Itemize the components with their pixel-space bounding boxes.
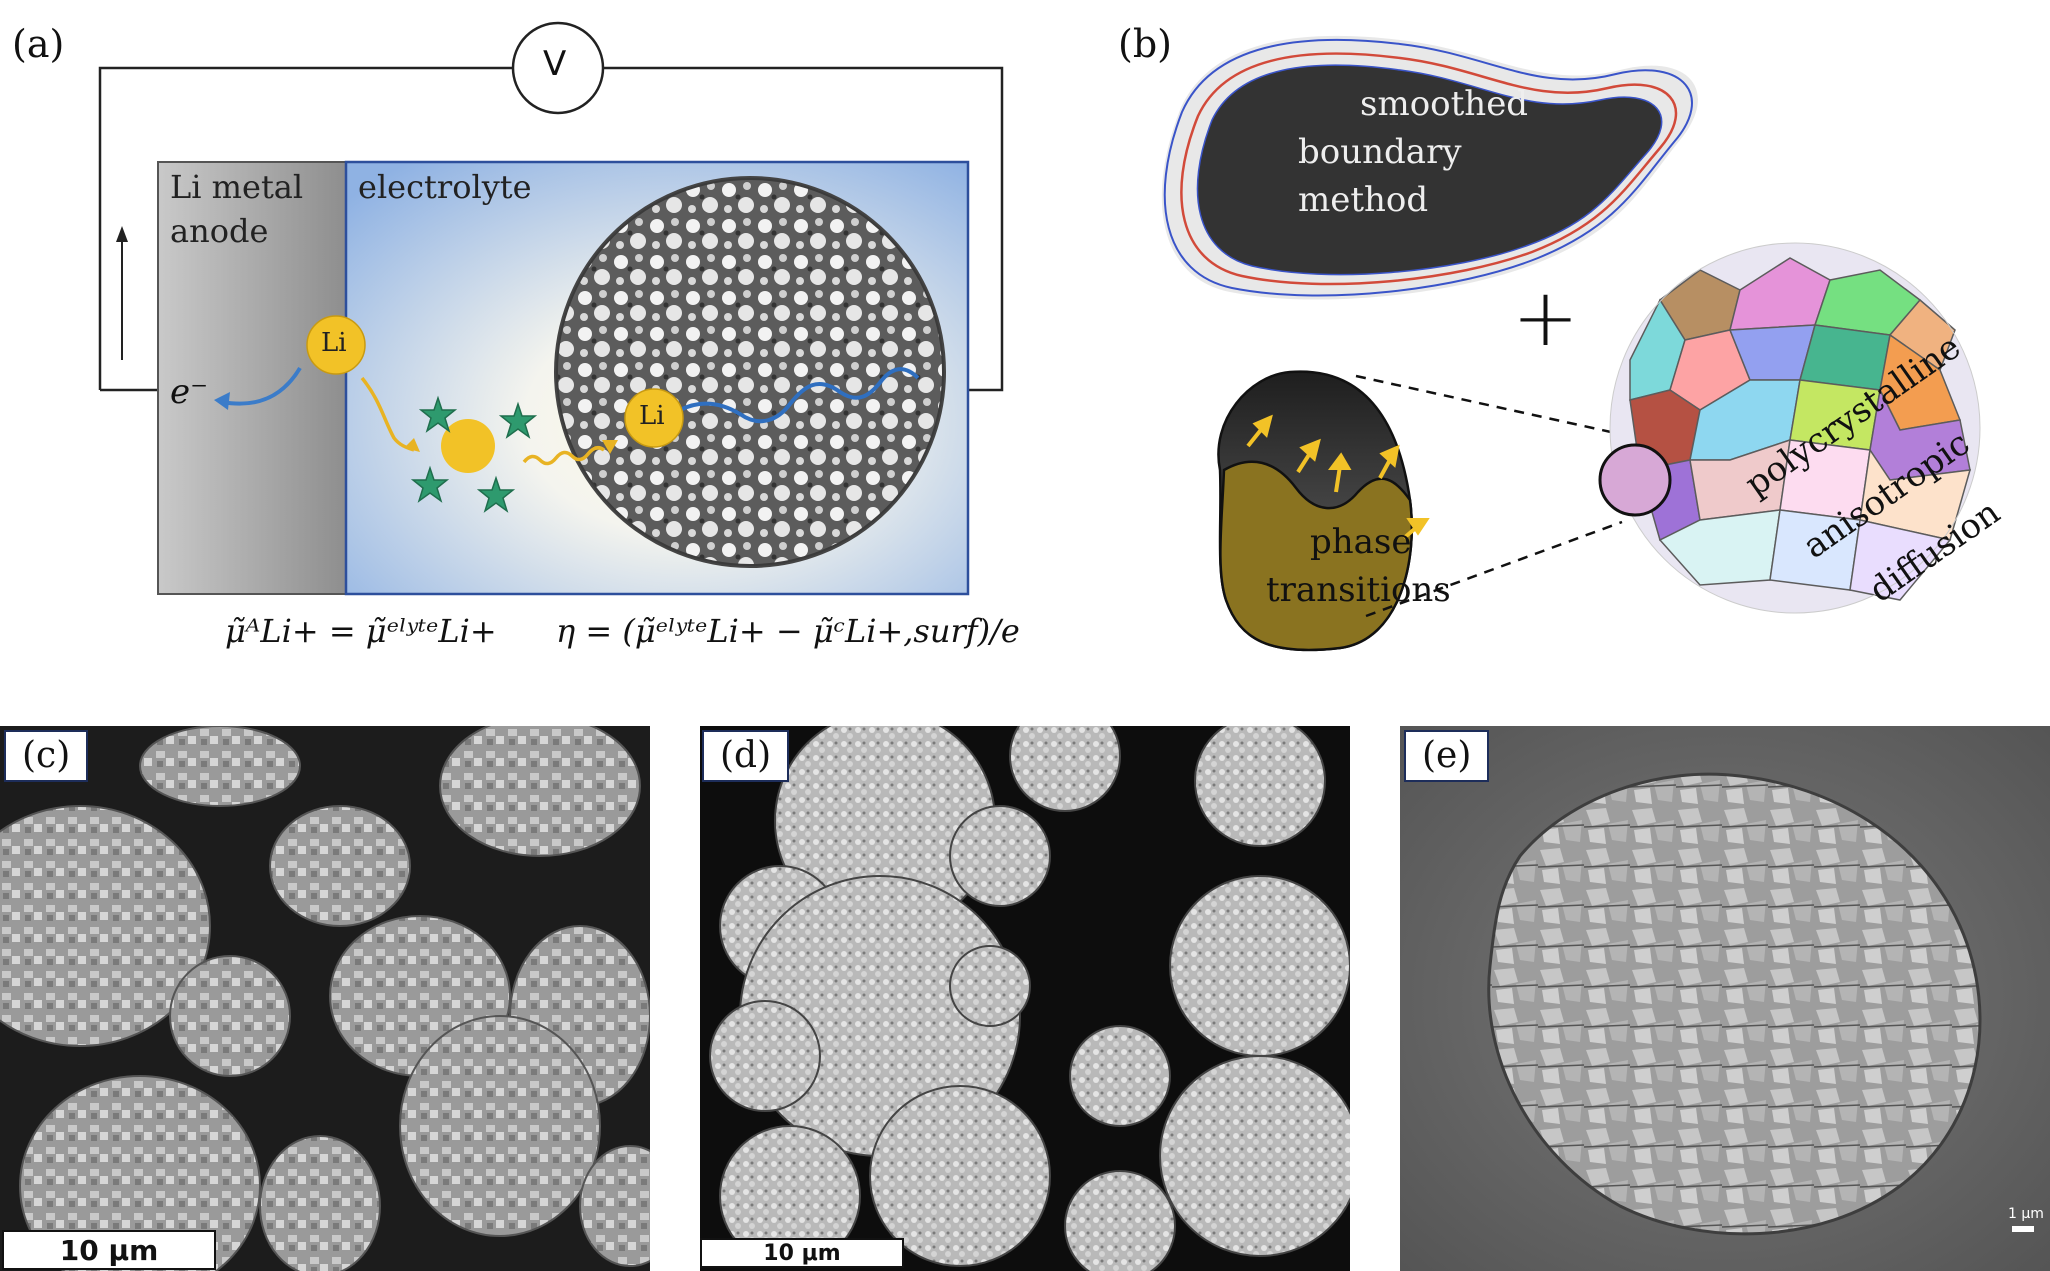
electron-label: e⁻ — [170, 372, 209, 412]
sem-d-particles — [700, 726, 1350, 1271]
anode-label-line2: anode — [170, 212, 269, 250]
zoom-circle — [1598, 443, 1672, 517]
panel-a-label: (a) — [12, 22, 65, 66]
panel-b-diagram — [1161, 35, 1981, 652]
smoothed-boundary-blob — [1161, 35, 1698, 300]
circuit-wire-right — [604, 66, 1004, 392]
panel-e-label: (e) — [1404, 730, 1490, 782]
li-ion-cathode-label: Li — [639, 401, 665, 431]
panel-b-label: (b) — [1118, 22, 1172, 66]
equilibrium-equation: μ̃ᴬLi+ = μ̃ᵉˡʸᵗᵉLi+ — [225, 612, 497, 650]
zoom-line-top — [1355, 374, 1621, 436]
zoom-line-bottom — [1365, 520, 1623, 618]
electrolyte-label: electrolyte — [358, 168, 532, 206]
li-ion-anode-label: Li — [321, 328, 347, 358]
solvent-stars — [410, 395, 538, 513]
li-transport-arrow-2 — [522, 446, 606, 466]
scale-bar-c: 10 μm — [2, 1230, 216, 1270]
electron-path — [221, 366, 302, 406]
li-ion-anode — [306, 315, 366, 375]
anode-label-line1: Li metal — [170, 168, 304, 206]
panel-a-diagram — [98, 21, 1004, 596]
li-ion-cathode — [624, 388, 684, 448]
solvated-li-ion — [441, 419, 495, 473]
sem-e-particle — [1400, 726, 2050, 1271]
smoothed-boundary-line3: method — [1298, 180, 1429, 220]
voltmeter-symbol — [511, 21, 605, 115]
diffusion-path — [679, 367, 920, 424]
scale-bar-d: 10 μm — [700, 1238, 904, 1268]
voltmeter-label: V — [543, 44, 567, 84]
smoothed-boundary-line2: boundary — [1298, 132, 1462, 172]
scale-text-e: 1 μm — [2008, 1206, 2044, 1222]
panel-d-label: (d) — [702, 730, 790, 782]
porous-cathode-particle — [555, 177, 945, 567]
scale-bar-e — [2012, 1226, 2034, 1232]
smoothed-boundary-line1: smoothed — [1360, 84, 1529, 124]
sem-image-d: (d) 10 μm — [700, 726, 1350, 1271]
phase-label-line1: phase — [1310, 522, 1412, 562]
sem-image-e: (e) 1 μm — [1400, 726, 2050, 1271]
circuit-wire-left — [98, 66, 512, 390]
sem-image-c: (c) 10 μm — [0, 726, 650, 1271]
sem-c-particles — [0, 726, 650, 1271]
overpotential-equation: η = (μ̃ᵉˡʸᵗᵉLi+ − μ̃ᶜLi+,surf)/e — [556, 612, 1020, 650]
polycrystalline-particle — [1598, 242, 1981, 614]
panel-c-label: (c) — [4, 730, 89, 782]
phase-label-line2: transitions — [1266, 570, 1451, 610]
phase-transition-particle — [1217, 370, 1430, 652]
plus-sign: + — [1512, 271, 1580, 364]
